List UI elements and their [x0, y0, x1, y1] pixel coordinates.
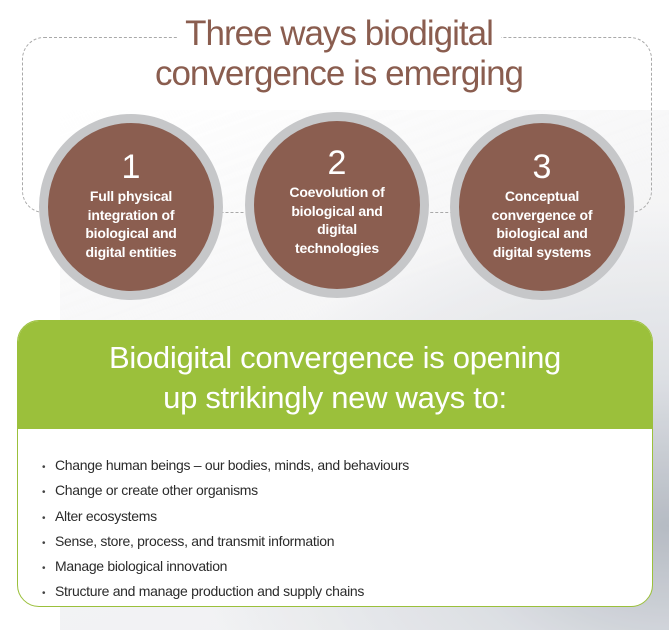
list-item: • Manage biological innovation [42, 555, 652, 580]
bullet-icon: • [42, 462, 46, 473]
list-item-text: Change human beings – our bodies, minds,… [55, 457, 409, 473]
list-item: • Change or create other organisms [42, 479, 652, 504]
opportunities-panel: Biodigital convergence is opening up str… [17, 320, 653, 607]
way-circle-2: 2 Coevolution of biological and digital … [245, 112, 429, 298]
title-line-1: Three ways biodigital [177, 14, 501, 54]
bullet-icon: • [42, 563, 46, 575]
list-item-text: Structure and manage production and supp… [55, 583, 365, 600]
panel-heading-line-1: Biodigital convergence is opening [109, 340, 561, 375]
list-item: • Structure and manage production and sup… [42, 580, 652, 605]
list-item-text: Change or create other organisms [55, 482, 258, 499]
list-item: • Alter ecosystems [42, 505, 652, 530]
bullet-icon: • [42, 588, 46, 600]
opportunities-list: • Change human beings – our bodies, minds… [18, 429, 652, 606]
bullet-icon: • [42, 512, 46, 524]
way-circle-1: 1 Full physical integration of biologica… [39, 114, 223, 300]
list-item-text: Sense, store, process, and transmit info… [55, 532, 335, 549]
way-number: 3 [532, 148, 552, 186]
bullet-icon: • [42, 487, 46, 499]
way-number: 2 [327, 144, 347, 182]
list-item-text: Manage biological innovation [55, 558, 228, 575]
bullet-icon: • [42, 537, 46, 549]
page-title: Three ways biodigital convergence is eme… [109, 14, 569, 94]
panel-heading-line-2: up strikingly new ways to: [163, 380, 507, 415]
way-circle-3: 3 Conceptual convergence of biological a… [450, 114, 634, 300]
title-line-2: convergence is emerging [154, 54, 524, 93]
way-text: Full physical integration of biological … [85, 188, 177, 260]
panel-heading: Biodigital convergence is opening up str… [18, 321, 652, 429]
list-item-text: Alter ecosystems [55, 507, 157, 524]
way-text: Conceptual convergence of biological and… [491, 188, 593, 260]
way-number: 1 [121, 148, 141, 186]
list-item: • Sense, store, process, and transmit inf… [42, 530, 652, 555]
list-item: • Change human beings – our bodies, minds… [42, 454, 652, 479]
way-text: Coevolution of biological and digital te… [289, 184, 385, 256]
